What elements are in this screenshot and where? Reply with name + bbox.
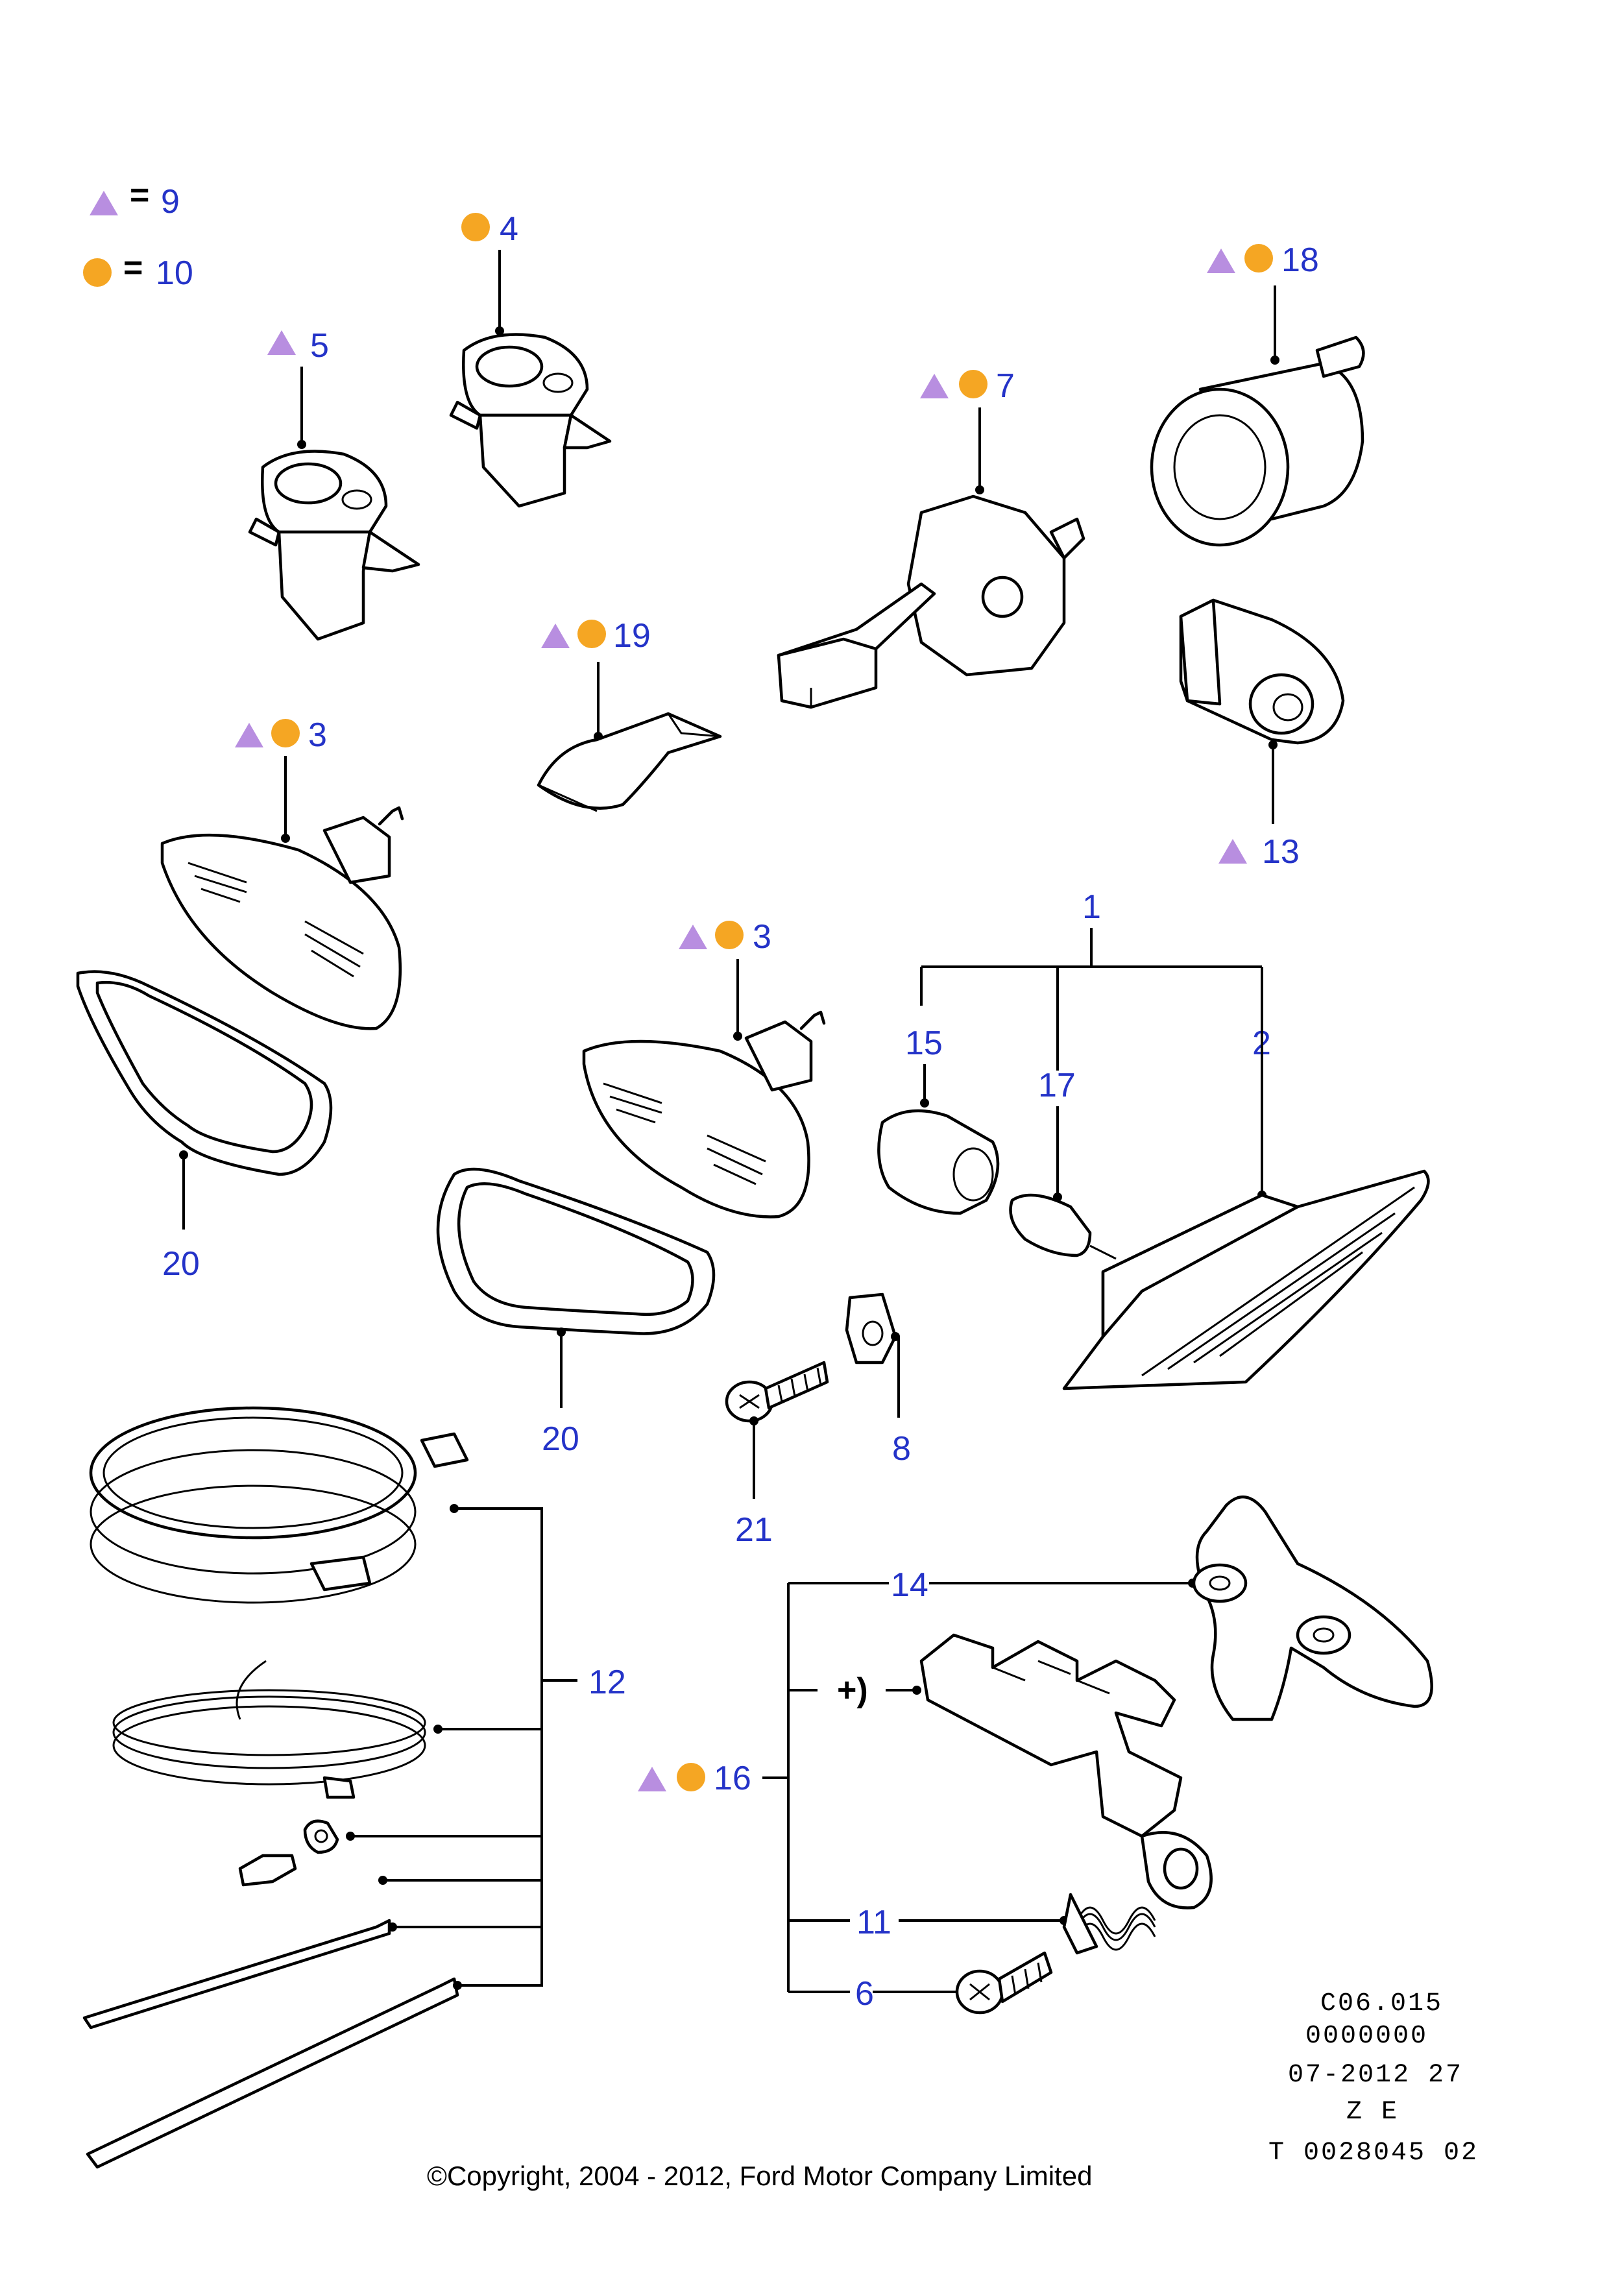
circle-icon: [1244, 244, 1273, 273]
callout-11: 11: [856, 1904, 891, 1941]
part-4-switch: 4: [449, 210, 612, 508]
legend-circle-value: 10: [156, 254, 193, 292]
document-meta: C06.015 0000000 07-2012 27 Z E T 0028045…: [1268, 1989, 1479, 2168]
callout-14: 14: [891, 1566, 928, 1604]
meta-line1: C06.015: [1320, 1989, 1443, 2018]
part-3-indicator-right: 3: [582, 918, 826, 1218]
circle-icon: [271, 719, 300, 747]
part-3-indicator-left: 3: [160, 716, 404, 1030]
legend: = 9 = 10: [83, 176, 193, 292]
triangle-icon: [235, 723, 263, 747]
legend-equals: =: [123, 249, 143, 287]
callout-16: 16: [714, 1760, 751, 1797]
part-5-switch: 5: [248, 327, 420, 641]
callout-19: 19: [613, 617, 651, 655]
circle-icon: [577, 620, 606, 648]
circle-icon: [715, 921, 744, 949]
part-20-gasket-left: 20: [76, 970, 333, 1283]
circle-icon: [83, 258, 112, 287]
part-20-gasket-right: 20: [436, 1167, 716, 1458]
callout-6: 6: [855, 1975, 874, 2013]
meta-line4: Z E: [1346, 2098, 1399, 2127]
callout-17: 17: [1038, 1067, 1076, 1104]
callout-5: 5: [310, 327, 329, 365]
meta-line5: T 0028045 02: [1268, 2139, 1479, 2168]
callout-13: 13: [1262, 833, 1300, 871]
legend-triangle-value: 9: [161, 183, 180, 221]
legend-equals: =: [130, 176, 149, 214]
part-21-screw: 21: [725, 1361, 829, 1549]
part-8-clip: 8: [845, 1292, 911, 1468]
circle-icon: [677, 1763, 705, 1791]
part-18-socket: 18: [1150, 241, 1365, 547]
callout-20: 20: [162, 1245, 200, 1283]
part-12-wiring: 12: [82, 1406, 626, 2169]
meta-line3: 07-2012 27: [1288, 2061, 1463, 2090]
part-1-side-repeater: 1 15 17 2: [877, 888, 1430, 1390]
callout-3: 3: [308, 716, 327, 754]
triangle-icon: [920, 374, 949, 398]
part-13-grommet: 13: [1179, 598, 1345, 871]
part-7-bulb-holder: 7: [777, 367, 1085, 709]
part-19-seal: 19: [537, 617, 722, 812]
plus-label: +): [837, 1671, 868, 1709]
triangle-icon: [679, 925, 707, 949]
part-16-bracket-group: 14 +) 16 11 6: [638, 1495, 1433, 2015]
callout-21: 21: [735, 1511, 773, 1549]
triangle-icon: [541, 624, 570, 648]
callout-15: 15: [905, 1024, 943, 1062]
triangle-icon: [90, 191, 118, 215]
triangle-icon: [1207, 248, 1235, 273]
triangle-icon: [267, 330, 296, 355]
meta-line2: 0000000: [1305, 2022, 1428, 2051]
callout-18: 18: [1281, 241, 1319, 279]
triangle-icon: [1218, 839, 1247, 864]
copyright-notice: ©Copyright, 2004 - 2012, Ford Motor Comp…: [427, 2161, 1092, 2191]
circle-icon: [461, 213, 490, 241]
triangle-icon: [638, 1767, 666, 1791]
callout-1: 1: [1082, 888, 1101, 926]
callout-8: 8: [892, 1430, 911, 1468]
circle-icon: [959, 370, 988, 398]
callout-20: 20: [542, 1420, 579, 1458]
callout-7: 7: [996, 367, 1015, 405]
callout-12: 12: [588, 1664, 626, 1701]
callout-4: 4: [500, 210, 518, 248]
callout-3: 3: [753, 918, 771, 956]
